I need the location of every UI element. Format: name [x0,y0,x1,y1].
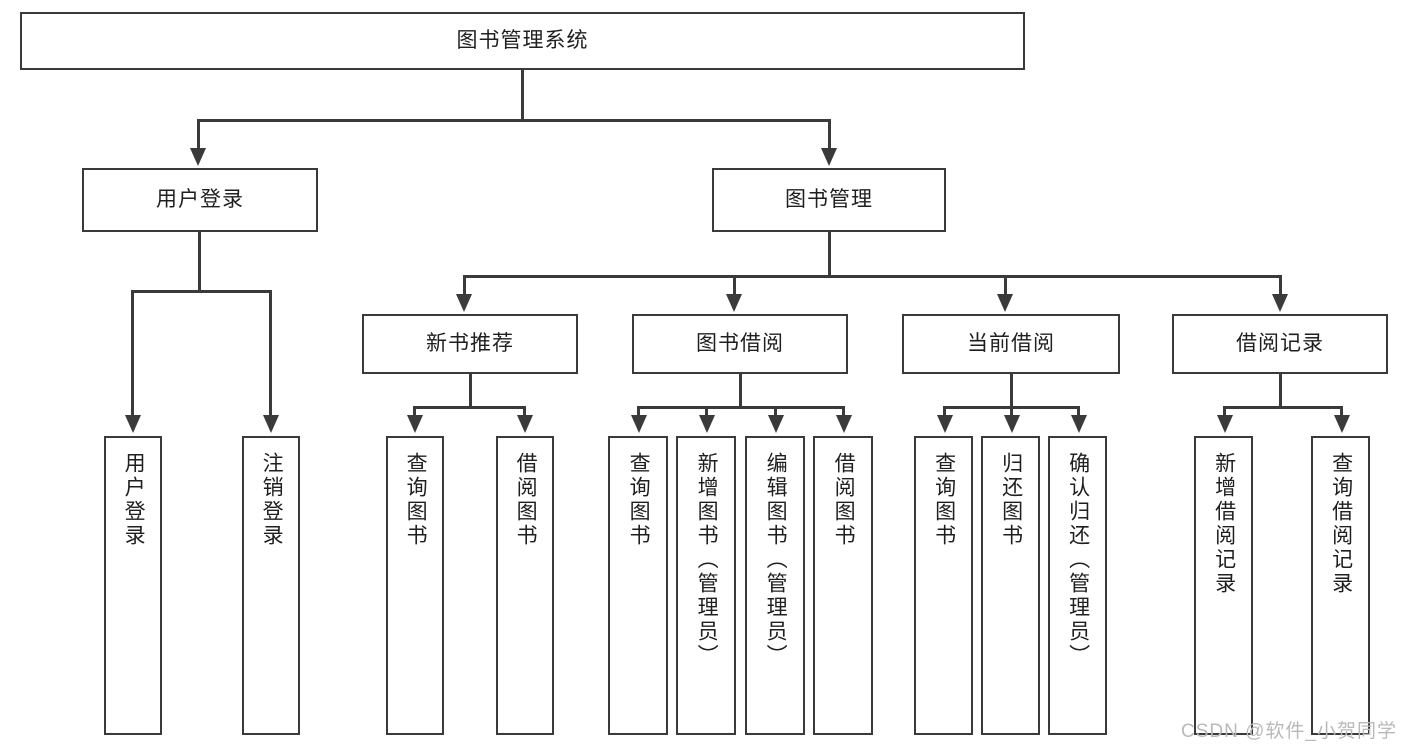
connector-user-login-to-leaf-1 [131,290,134,418]
leaf-book-borrow-add-book-admin[interactable]: 新增图书（管理员） [676,436,736,735]
arrowhead-borrow-record-leaf-2 [1334,415,1350,433]
leaf-book-borrow-query-book[interactable]: 查询图书 [608,436,668,735]
connector-book-borrow-to-leaf-3 [774,406,777,418]
leaf-new-book-query-book[interactable]: 查询图书 [386,436,444,735]
node-current-borrow[interactable]: 当前借阅 [902,314,1120,374]
arrowhead-book-borrow-leaf-3 [768,415,784,433]
arrowhead-book-borrow-leaf-4 [836,415,852,433]
connector-book-manage-to-book-borrow [733,275,736,299]
node-borrow-record[interactable]: 借阅记录 [1172,314,1388,374]
arrowhead-book-manage-book-borrow [726,294,742,312]
arrowhead-book-manage-current-borrow [997,294,1013,312]
connector-user-login-to-leaf-2 [269,290,272,418]
connector-root-bus [198,119,830,122]
node-label: 确认归还（管理员） [1066,452,1090,668]
arrowhead-book-manage-new-book [456,294,472,312]
connector-book-borrow-stem [739,374,742,408]
node-label: 新增借阅记录 [1212,452,1236,596]
leaf-new-book-borrow-book[interactable]: 借阅图书 [496,436,554,735]
node-label: 图书借阅 [696,331,784,355]
node-label: 查询图书 [404,452,428,548]
connector-book-manage-to-new-book [463,275,466,299]
leaf-borrow-record-query-record[interactable]: 查询借阅记录 [1311,436,1370,735]
leaf-user-login-login[interactable]: 用户登录 [104,436,162,735]
arrowhead-current-borrow-leaf-3 [1071,415,1087,433]
connector-user-login-bus [132,290,272,293]
leaf-book-borrow-borrow-book[interactable]: 借阅图书 [813,436,873,735]
connector-user-login-stem [198,232,201,292]
leaf-book-borrow-edit-book-admin[interactable]: 编辑图书（管理员） [745,436,805,735]
node-label: 编辑图书（管理员） [764,452,788,668]
node-label: 借阅图书 [514,452,538,548]
connector-borrow-record-bus [1224,406,1342,409]
node-label: 图书管理系统 [456,28,589,52]
connector-book-borrow-to-leaf-4 [842,406,845,418]
connector-book-manage-to-borrow-record [1279,275,1282,299]
arrowhead-user-login-leaf-1 [125,415,141,433]
node-label: 新书推荐 [426,331,514,355]
arrowhead-root-to-book-manage [821,148,837,166]
leaf-user-login-logout[interactable]: 注销登录 [242,436,300,735]
node-label: 注销登录 [260,452,284,548]
arrowhead-book-manage-borrow-record [1272,294,1288,312]
connector-book-borrow-bus [638,406,844,409]
arrowhead-current-borrow-leaf-2 [1004,415,1020,433]
connector-book-borrow-to-leaf-1 [637,406,640,418]
connector-new-book-stem [469,374,472,408]
connector-borrow-record-stem [1279,374,1282,408]
arrowhead-current-borrow-leaf-1 [937,415,953,433]
connector-book-manage-bus [464,275,1282,278]
connector-current-borrow-to-leaf-3 [1077,406,1080,418]
leaf-borrow-record-add-record[interactable]: 新增借阅记录 [1194,436,1253,735]
node-label: 查询借阅记录 [1329,452,1353,596]
node-new-book-recommend[interactable]: 新书推荐 [362,314,578,374]
node-label: 图书管理 [785,187,873,211]
connector-book-borrow-to-leaf-2 [705,406,708,418]
node-label: 新增图书（管理员） [695,452,719,668]
arrowhead-new-book-leaf-2 [517,415,533,433]
node-user-login[interactable]: 用户登录 [82,168,318,232]
connector-current-borrow-to-leaf-1 [943,406,946,418]
node-label: 借阅记录 [1236,331,1324,355]
connector-root-to-book-manage [828,119,831,151]
connector-new-book-bus [414,406,526,409]
leaf-current-borrow-confirm-return-admin[interactable]: 确认归还（管理员） [1048,436,1107,735]
connector-root-to-user-login [197,119,200,151]
arrowhead-user-login-leaf-2 [263,415,279,433]
node-label: 用户登录 [156,187,244,211]
arrowhead-book-borrow-leaf-2 [699,415,715,433]
connector-book-manage-to-current-borrow [1004,275,1007,299]
connector-borrow-record-to-leaf-1 [1223,406,1226,418]
node-label: 查询图书 [627,452,651,548]
node-label: 归还图书 [999,452,1023,548]
connector-root-stem [521,70,524,120]
node-label: 当前借阅 [967,331,1055,355]
arrowhead-borrow-record-leaf-1 [1217,415,1233,433]
node-label: 查询图书 [932,452,956,548]
connector-current-borrow-to-leaf-2 [1010,406,1013,418]
connector-current-borrow-stem [1010,374,1013,408]
arrowhead-new-book-leaf-1 [407,415,423,433]
node-label: 用户登录 [122,452,146,548]
node-book-management[interactable]: 图书管理 [712,168,946,232]
leaf-current-borrow-return-book[interactable]: 归还图书 [981,436,1040,735]
leaf-current-borrow-query-book[interactable]: 查询图书 [914,436,973,735]
connector-book-manage-stem [828,232,831,277]
connector-new-book-to-leaf-1 [413,406,416,418]
connector-new-book-to-leaf-2 [523,406,526,418]
connector-borrow-record-to-leaf-2 [1340,406,1343,418]
arrowhead-root-to-user-login [190,148,206,166]
arrowhead-book-borrow-leaf-1 [631,415,647,433]
node-book-borrow[interactable]: 图书借阅 [632,314,848,374]
node-label: 借阅图书 [832,452,856,548]
node-root-system[interactable]: 图书管理系统 [20,12,1025,70]
